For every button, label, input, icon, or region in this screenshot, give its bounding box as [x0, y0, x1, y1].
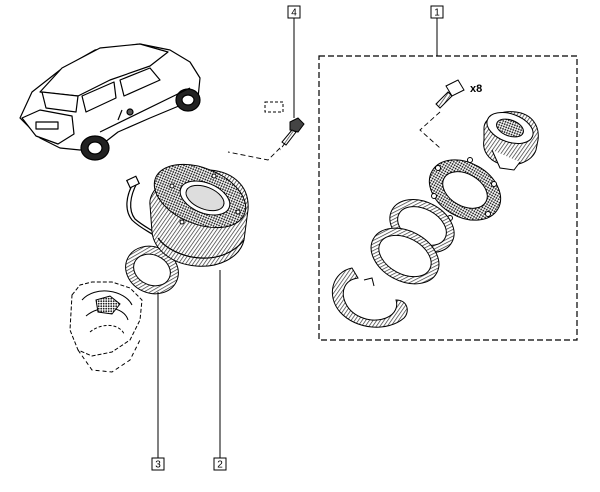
kit-seal-ring-lower [370, 227, 440, 285]
kit-snap-ring [331, 267, 408, 328]
callout-4: 4 [287, 5, 301, 118]
assembly-axis-lines [227, 142, 286, 161]
repair-kit-boundary-part-1 [318, 55, 578, 341]
callout-1-label: 1 [434, 8, 440, 19]
kit-flange-plate [428, 157, 502, 221]
callout-1: 1 [430, 5, 444, 56]
screw-part-4 [264, 101, 305, 146]
screw-quantity-label: x8 [470, 83, 482, 95]
callout-2-label: 2 [217, 460, 223, 471]
callout-4-label: 4 [291, 8, 297, 19]
vehicle-locator-illustration [19, 43, 201, 161]
callout-2: 2 [213, 270, 227, 471]
kit-bearing-cap [483, 111, 539, 171]
kit-screw [435, 79, 465, 109]
callout-3-label: 3 [155, 460, 161, 471]
kit-assembly-axis [419, 111, 441, 149]
rotary-connector-hub-part-2 [149, 163, 249, 267]
steering-column-cowl [69, 281, 143, 373]
callout-3: 3 [151, 292, 165, 471]
seal-ring-part-3 [125, 245, 179, 295]
